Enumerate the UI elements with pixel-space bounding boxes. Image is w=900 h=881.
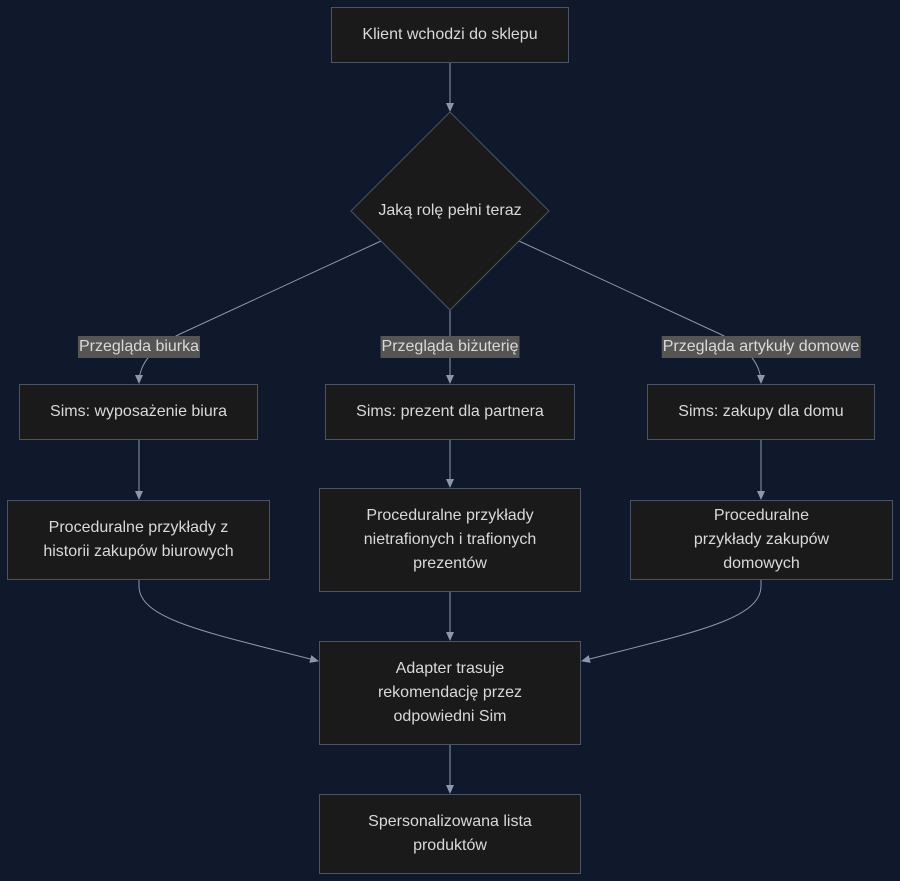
- edge-decision-to-office: [135, 240, 382, 384]
- node-decision-label: Jaką rolę pełni teraz: [378, 202, 522, 219]
- edge-decision-to-home: [518, 240, 765, 384]
- edge-label-desks: Przegląda biurka: [77, 336, 201, 358]
- node-start: Klient wchodzi do sklepu: [331, 7, 569, 63]
- node-proc-gifts: Proceduralne przykłady nietrafionych i t…: [319, 488, 581, 592]
- edge-label-home: Przegląda artykuły domowe: [661, 336, 861, 358]
- node-adapter: Adapter trasuje rekomendację przez odpow…: [319, 641, 581, 745]
- decision-diamond: [350, 111, 550, 311]
- edge-label-jewelry: Przegląda biżuterię: [380, 336, 520, 358]
- node-proc-office: Proceduralne przykłady z historii zakupó…: [7, 500, 270, 580]
- node-sims-home: Sims: zakupy dla domu: [647, 384, 875, 440]
- edge-proc-home-to-adapter: [581, 579, 762, 663]
- node-sims-office: Sims: wyposażenie biura: [19, 384, 258, 440]
- node-proc-home: Proceduralne przykłady zakupów domowych: [630, 500, 893, 580]
- node-result: Spersonalizowana lista produktów: [319, 794, 581, 874]
- edge-proc-office-to-adapter: [138, 579, 319, 663]
- node-sims-partner: Sims: prezent dla partnera: [325, 384, 575, 440]
